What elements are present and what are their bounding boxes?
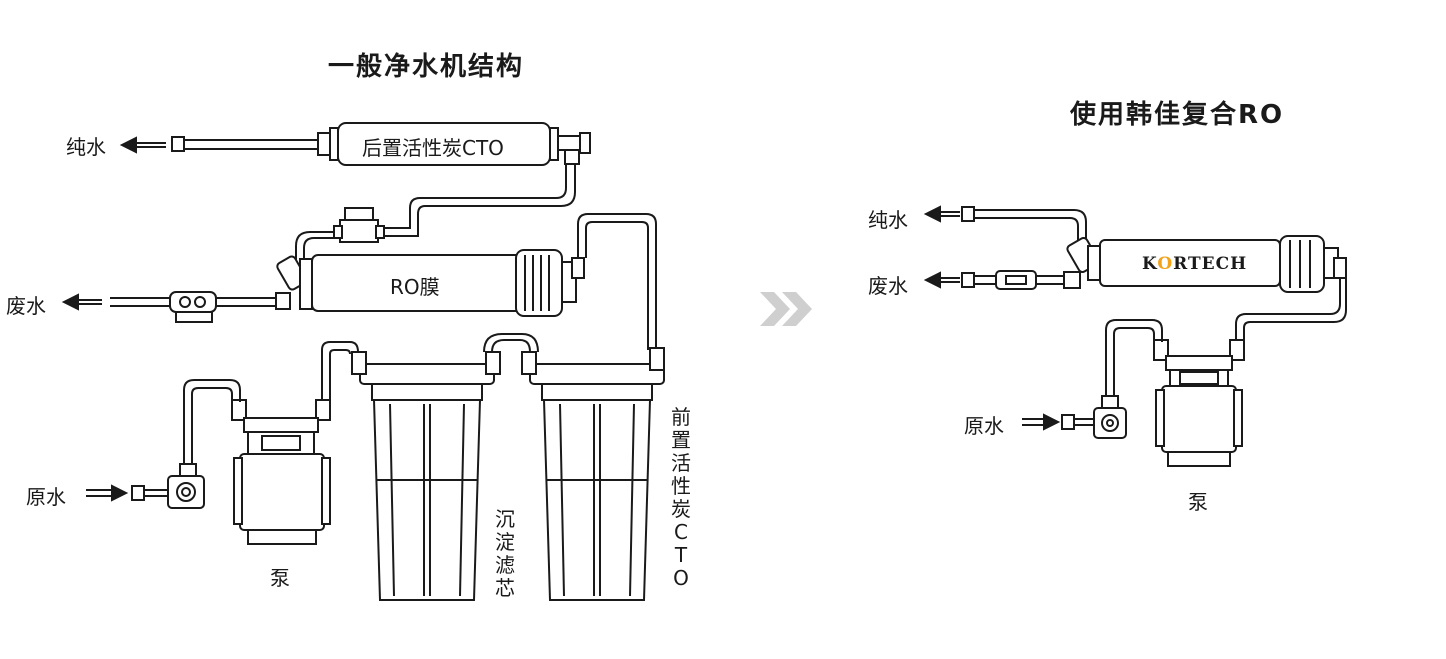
right-title: 使用韩佳复合RO <box>1070 100 1285 130</box>
left-waste-water-label: 废水 <box>6 294 46 318</box>
right-waste-water-label: 废水 <box>868 274 908 298</box>
post-carbon-label: 后置活性炭CTO <box>362 136 504 160</box>
right-raw-water-label: 原水 <box>964 414 1004 438</box>
kortech-brand: KORTECH <box>1142 254 1247 274</box>
waste-water-arrow-right <box>923 271 996 289</box>
tube-pump-sediment <box>321 341 359 402</box>
tube-ro-precarbon <box>577 213 657 350</box>
tube-pure-right <box>974 209 1087 242</box>
waste-flow-restrictor <box>169 291 217 323</box>
left-title: 一般净水机结构 <box>328 52 525 82</box>
pump <box>231 399 331 545</box>
raw-water-arrow-right <box>1022 413 1094 431</box>
waste-restrictor-right <box>995 270 1037 290</box>
tube-postcarbon-valve <box>380 164 567 229</box>
inlet-valve-right <box>1093 395 1127 439</box>
brand-suffix: RTECH <box>1173 254 1248 274</box>
sediment-housing <box>351 351 501 601</box>
transition-arrow <box>760 292 812 326</box>
tube-raw-pump-right <box>1105 319 1163 400</box>
post-carbon-filter <box>317 122 591 166</box>
left-diagram <box>61 122 665 601</box>
ro-membrane-label: RO膜 <box>390 275 440 299</box>
kortech-composite-ro <box>1066 235 1347 293</box>
raw-water-arrow-left <box>86 484 168 502</box>
pure-water-arrow-right <box>923 205 975 223</box>
inlet-valve-left <box>167 463 205 509</box>
check-valve <box>333 207 385 243</box>
tube-housing-link <box>491 339 531 353</box>
right-diagram <box>923 205 1347 467</box>
tube-ro-pump-right <box>1235 278 1341 344</box>
left-pump-label: 泵 <box>270 566 290 590</box>
pump-right <box>1153 339 1245 467</box>
brand-o: O <box>1157 254 1174 274</box>
pure-water-arrow-left <box>119 136 185 154</box>
left-pure-water-label: 纯水 <box>66 135 106 159</box>
right-pure-water-label: 纯水 <box>868 208 908 232</box>
pre-carbon-housing <box>521 347 665 601</box>
waste-water-arrow-left <box>61 293 170 311</box>
pre-carbon-label: 前置活性炭CTO <box>671 405 691 590</box>
tube-raw-pump-left <box>183 379 241 470</box>
left-raw-water-label: 原水 <box>26 485 66 509</box>
right-pump-label: 泵 <box>1188 490 1208 514</box>
brand-prefix: K <box>1142 254 1158 274</box>
sediment-label: 沉淀滤芯 <box>495 507 515 600</box>
tube-valve-ro <box>295 231 334 262</box>
